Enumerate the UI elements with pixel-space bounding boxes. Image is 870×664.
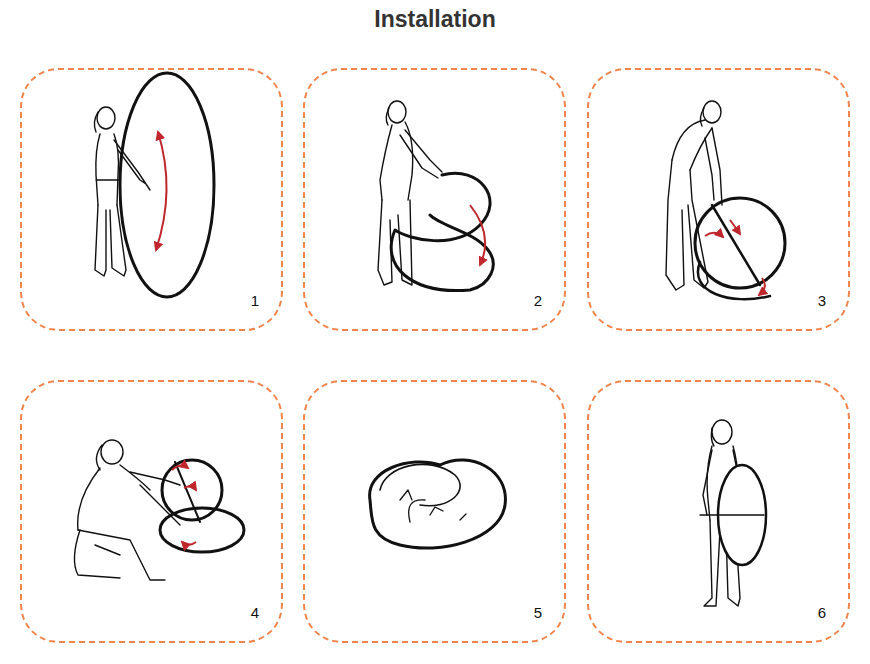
step-number: 2	[534, 292, 542, 309]
folded-bundle	[370, 460, 506, 548]
torso	[96, 134, 119, 205]
page-title: Installation	[0, 6, 870, 33]
motion-arrow	[184, 486, 196, 490]
ponytail	[96, 445, 102, 470]
step-number: 3	[818, 292, 826, 309]
head	[101, 440, 123, 464]
legs	[74, 530, 165, 580]
step-panel: 1	[20, 68, 283, 331]
head	[703, 101, 721, 123]
ponytail	[700, 108, 704, 126]
legs	[378, 200, 412, 285]
step-panel: 4	[20, 380, 283, 643]
arms	[705, 128, 722, 205]
hair	[711, 428, 714, 446]
step-number: 1	[251, 292, 259, 309]
arms	[400, 130, 442, 178]
motion-arrow	[730, 220, 740, 234]
pop-up-ring	[120, 73, 214, 297]
motion-arrow	[470, 205, 485, 265]
motion-arrow	[705, 233, 723, 237]
woman-squatting	[74, 440, 180, 580]
head	[388, 101, 406, 123]
folded-ring	[160, 508, 244, 552]
legs	[666, 160, 708, 290]
step-number: 6	[818, 604, 826, 621]
arms	[130, 472, 180, 525]
bundle-creases	[400, 490, 466, 522]
step-number: 4	[251, 604, 259, 621]
step-figures	[74, 73, 785, 606]
disc-strap	[700, 514, 764, 515]
head	[97, 107, 115, 129]
woman-bending	[378, 101, 442, 285]
motion-arrows	[156, 132, 765, 545]
step-panel: 6	[587, 380, 850, 643]
ponytail	[386, 108, 389, 125]
twisting-ring	[391, 173, 493, 290]
step-panel: 2	[303, 68, 566, 331]
motion-arrow	[172, 465, 188, 470]
ring-fold	[698, 205, 770, 299]
folded-ring	[695, 198, 785, 288]
ponytail	[94, 112, 98, 132]
head	[712, 420, 732, 444]
step-panel: 5	[303, 380, 566, 643]
step-number: 5	[534, 604, 542, 621]
motion-arrow	[182, 542, 196, 545]
folded-ring	[162, 460, 222, 520]
ring-fold	[175, 462, 200, 522]
woman-standing	[94, 107, 150, 276]
step-panel: 3	[587, 68, 850, 331]
motion-arrow	[759, 278, 765, 295]
woman-bending	[666, 101, 722, 290]
motion-arrow	[156, 132, 167, 250]
